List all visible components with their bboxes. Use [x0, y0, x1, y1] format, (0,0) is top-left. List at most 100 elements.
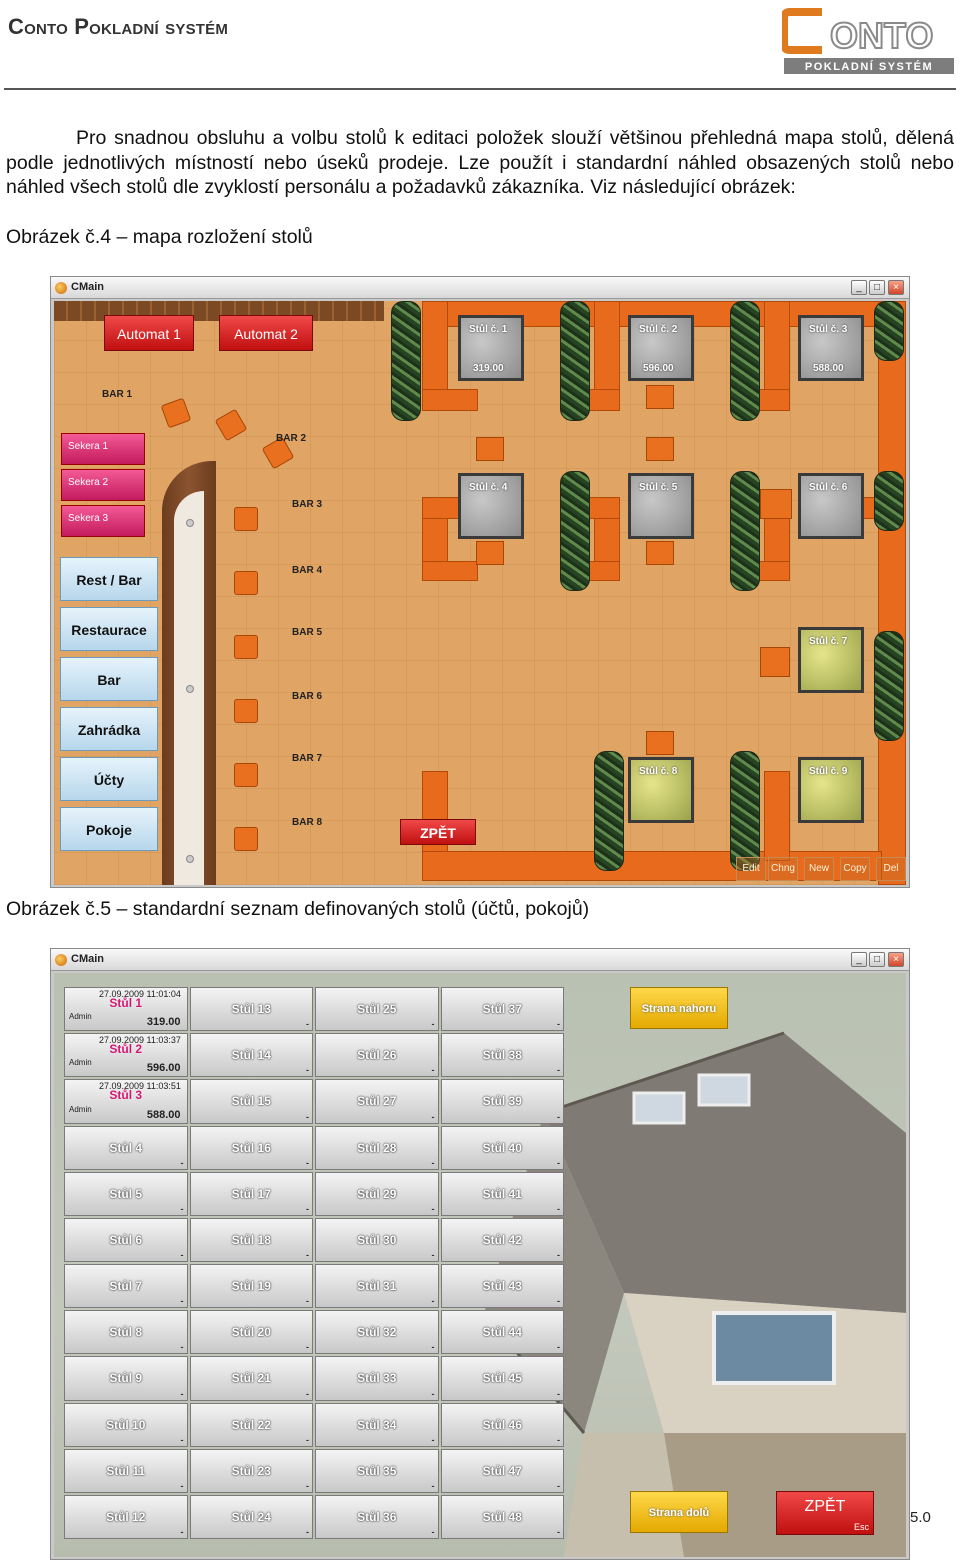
- delete-button[interactable]: Del: [876, 857, 906, 881]
- table-list-item[interactable]: Stůl 14-: [189, 1033, 313, 1078]
- table-list-item[interactable]: Stůl 38-: [440, 1033, 564, 1078]
- table-list-item[interactable]: Stůl 25-: [315, 987, 439, 1032]
- table-list-item[interactable]: Stůl 45-: [440, 1356, 564, 1401]
- maximize-button[interactable]: □: [869, 280, 885, 295]
- nav-pokoje[interactable]: Pokoje: [60, 807, 158, 851]
- back-button[interactable]: ZPĚT Esc: [776, 1491, 874, 1535]
- table-list-item[interactable]: Stůl 47-: [440, 1448, 564, 1493]
- table-8[interactable]: Stůl č. 8: [628, 757, 694, 823]
- table-list-item[interactable]: Stůl 10-: [64, 1402, 188, 1447]
- dash: -: [431, 1111, 435, 1122]
- table-amount: 588.00: [813, 363, 844, 374]
- table-list-item[interactable]: Stůl 28-: [315, 1125, 439, 1170]
- table-list-item[interactable]: Stůl 35-: [315, 1448, 439, 1493]
- table-6[interactable]: Stůl č. 6: [798, 473, 864, 539]
- new-button[interactable]: New: [804, 857, 834, 881]
- table-list-item[interactable]: Stůl 19-: [189, 1264, 313, 1309]
- table-list-item[interactable]: Stůl 24-: [189, 1494, 313, 1539]
- bar-2-label[interactable]: BAR 2: [276, 433, 307, 444]
- copy-button[interactable]: Copy: [840, 857, 870, 881]
- table-list-item[interactable]: Stůl 46-: [440, 1402, 564, 1447]
- table-list-item[interactable]: Stůl 6-: [64, 1217, 188, 1262]
- table-4[interactable]: Stůl č. 4: [458, 473, 524, 539]
- table-list-item[interactable]: Stůl 29-: [315, 1171, 439, 1216]
- bar-8-label[interactable]: BAR 8: [292, 817, 323, 828]
- stool: [160, 397, 192, 429]
- close-button[interactable]: ×: [888, 952, 904, 967]
- nav-ucty[interactable]: Účty: [60, 757, 158, 801]
- table-list-item[interactable]: Stůl 30-: [315, 1217, 439, 1262]
- plant: [560, 471, 590, 591]
- table-list-item[interactable]: Stůl 21-: [189, 1356, 313, 1401]
- table-list-item[interactable]: Stůl 11-: [64, 1448, 188, 1493]
- nav-zahradka[interactable]: Zahrádka: [60, 707, 158, 751]
- automat-2-button[interactable]: Automat 2: [219, 315, 313, 351]
- table-list-item[interactable]: Stůl 26-: [315, 1033, 439, 1078]
- table-list-item[interactable]: Stůl 7-: [64, 1264, 188, 1309]
- table-list-item[interactable]: Stůl 13-: [189, 987, 313, 1032]
- bar-3-label[interactable]: BAR 3: [292, 499, 323, 510]
- maximize-button[interactable]: □: [869, 952, 885, 967]
- table-list-item[interactable]: Stůl 44-: [440, 1310, 564, 1355]
- sekera-1-button[interactable]: Sekera 1: [61, 433, 145, 465]
- table-list-item[interactable]: Stůl 12-: [64, 1494, 188, 1539]
- page-down-button[interactable]: Strana dolů: [630, 1491, 728, 1533]
- table-list-item[interactable]: Stůl 9-: [64, 1356, 188, 1401]
- minimize-button[interactable]: _: [851, 952, 867, 967]
- table-list-item[interactable]: Stůl 18-: [189, 1217, 313, 1262]
- change-button[interactable]: Chng: [768, 857, 798, 881]
- table-list-item[interactable]: Stůl 37-: [440, 987, 564, 1032]
- nav-bar[interactable]: Bar: [60, 657, 158, 701]
- close-button[interactable]: ×: [888, 280, 904, 295]
- automat-1-button[interactable]: Automat 1: [104, 315, 194, 351]
- table-list-item[interactable]: Stůl 8-: [64, 1310, 188, 1355]
- table-5[interactable]: Stůl č. 5: [628, 473, 694, 539]
- bar-5-label[interactable]: BAR 5: [292, 627, 323, 638]
- table-list-item[interactable]: Stůl 4-: [64, 1125, 188, 1170]
- plant: [874, 631, 904, 741]
- dot: [186, 685, 194, 693]
- table-9[interactable]: Stůl č. 9: [798, 757, 864, 823]
- table-list-item[interactable]: Stůl 48-: [440, 1494, 564, 1539]
- table-7[interactable]: Stůl č. 7: [798, 627, 864, 693]
- table-list-item[interactable]: Stůl 32-: [315, 1310, 439, 1355]
- bar-7-label[interactable]: BAR 7: [292, 753, 323, 764]
- table-list-item[interactable]: Stůl 23-: [189, 1448, 313, 1493]
- back-button[interactable]: ZPĚT: [400, 819, 476, 845]
- table-list-item[interactable]: Stůl 42-: [440, 1217, 564, 1262]
- table-list-item[interactable]: Stůl 27-: [315, 1079, 439, 1124]
- table-list-item[interactable]: Stůl 34-: [315, 1402, 439, 1447]
- table-list-item[interactable]: Stůl 39-: [440, 1079, 564, 1124]
- sekera-3-button[interactable]: Sekera 3: [61, 505, 145, 537]
- minimize-button[interactable]: _: [851, 280, 867, 295]
- table-list-item[interactable]: Stůl 41-: [440, 1171, 564, 1216]
- table-list-item[interactable]: Stůl 16-: [189, 1125, 313, 1170]
- table-list-item[interactable]: Stůl 31-: [315, 1264, 439, 1309]
- page-up-button[interactable]: Strana nahoru: [630, 987, 728, 1029]
- table-list-item[interactable]: Stůl 36-: [315, 1494, 439, 1539]
- table-label: Stůl 30: [357, 1232, 397, 1247]
- table-list-item[interactable]: Stůl 33-: [315, 1356, 439, 1401]
- bar-6-label[interactable]: BAR 6: [292, 691, 323, 702]
- table-list-item[interactable]: Stůl 5-: [64, 1171, 188, 1216]
- table-list-item[interactable]: Stůl 20-: [189, 1310, 313, 1355]
- bar-1-label[interactable]: BAR 1: [102, 389, 133, 400]
- table-list-item[interactable]: Stůl 15-: [189, 1079, 313, 1124]
- table-list-item[interactable]: Stůl 17-: [189, 1171, 313, 1216]
- dash: -: [557, 1019, 560, 1030]
- table-name: Stůl č. 1: [469, 324, 508, 335]
- nav-restaurace[interactable]: Restaurace: [60, 607, 158, 651]
- edit-button[interactable]: Edit: [736, 857, 766, 881]
- bar-4-label[interactable]: BAR 4: [292, 565, 323, 576]
- sekera-2-button[interactable]: Sekera 2: [61, 469, 145, 501]
- nav-rest-bar[interactable]: Rest / Bar: [60, 557, 158, 601]
- table-list-item[interactable]: Stůl 40-: [440, 1125, 564, 1170]
- table-list-item[interactable]: Stůl 22-: [189, 1402, 313, 1447]
- table-list-item[interactable]: Stůl 43-: [440, 1264, 564, 1309]
